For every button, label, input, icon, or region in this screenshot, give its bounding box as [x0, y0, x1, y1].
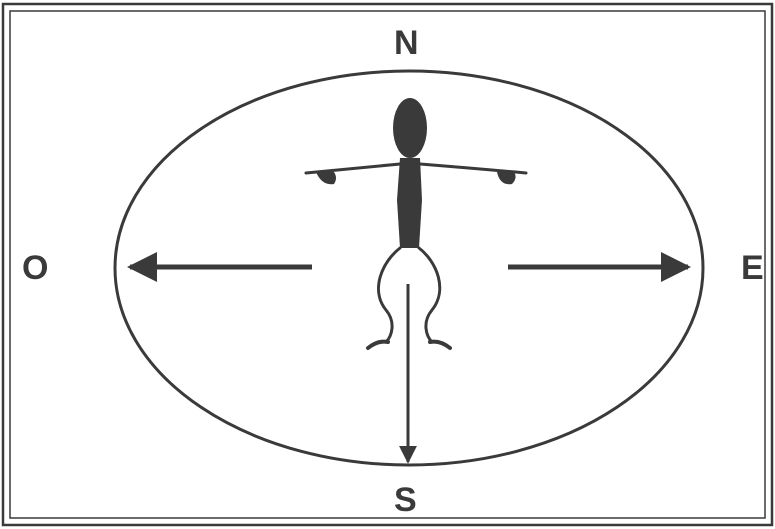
east-label: E	[741, 251, 764, 285]
figure-torso	[397, 158, 422, 248]
figure-right-leg	[419, 248, 440, 342]
figure-right-hand	[497, 172, 516, 184]
figure-right-foot	[430, 342, 450, 348]
figure-left-arm	[306, 164, 400, 173]
figure-left-foot	[368, 342, 388, 348]
west-label: O	[22, 251, 48, 285]
human-figure-icon	[306, 98, 526, 348]
figure-left-hand	[316, 172, 336, 184]
figure-right-arm	[420, 164, 526, 173]
figure-left-leg	[379, 248, 400, 342]
south-label: S	[394, 483, 417, 517]
north-label: N	[394, 26, 419, 60]
figure-head	[393, 98, 427, 158]
